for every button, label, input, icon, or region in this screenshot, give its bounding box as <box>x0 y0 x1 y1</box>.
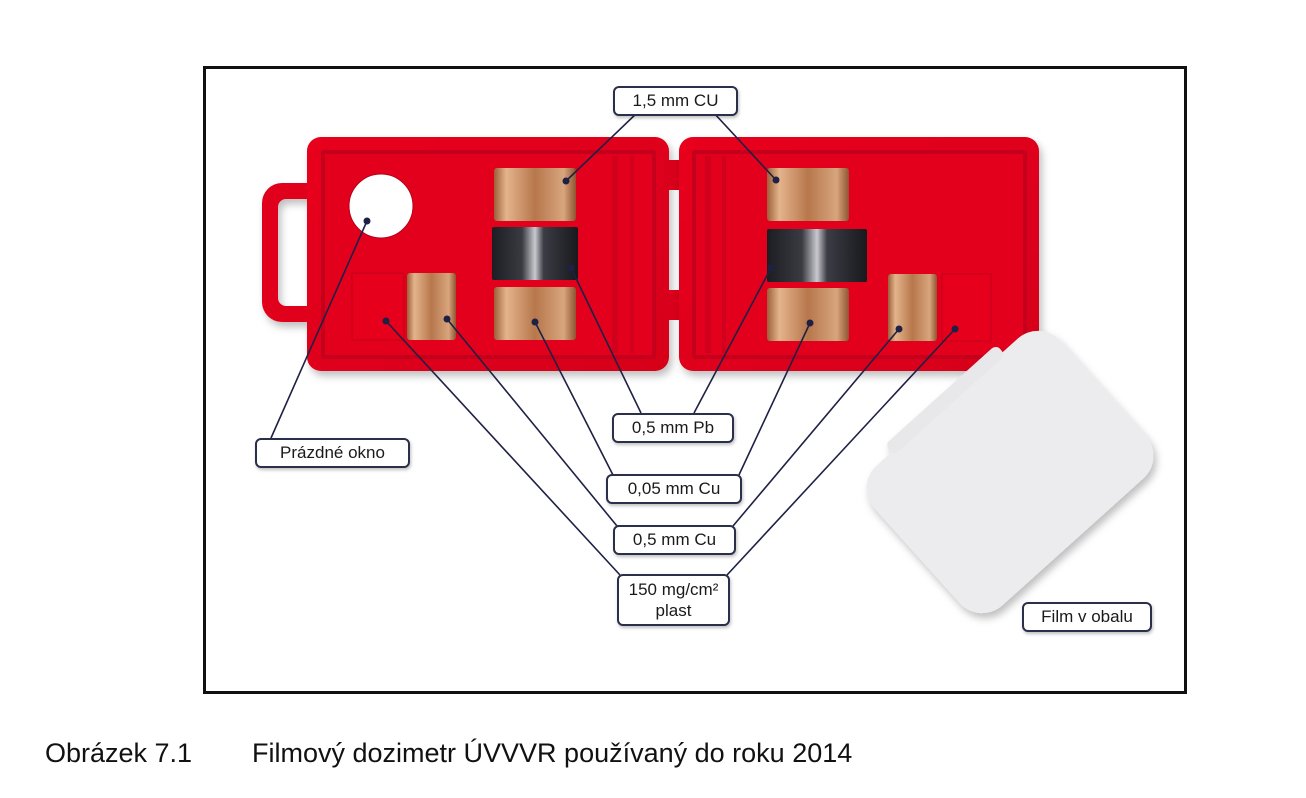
leader-line <box>570 267 642 414</box>
leader-dot <box>895 325 903 333</box>
leader-line <box>385 320 621 576</box>
leader-dot <box>531 318 539 326</box>
leader-line <box>712 111 777 181</box>
leader-dot <box>562 177 570 185</box>
leader-dots <box>363 176 959 333</box>
filter-cu-0-5-right <box>888 274 937 341</box>
label-empty-window: Prázdné okno <box>255 438 410 468</box>
hinge-tab <box>664 160 680 190</box>
filter-cu-0-5-left <box>407 273 456 340</box>
filter-plastic-right <box>941 273 992 342</box>
label-cu-0-5: 0,5 mm Cu <box>613 525 736 555</box>
leader-line <box>534 321 615 478</box>
caption-number: Obrázek 7.1 <box>45 738 193 768</box>
leader-dot <box>951 325 959 333</box>
filter-cu-1-5-right <box>767 168 849 221</box>
filter-pb-right <box>767 229 867 282</box>
label-cu-1-5: 1,5 mm CU <box>613 86 738 116</box>
label-text: Prázdné okno <box>280 443 385 462</box>
leader-dot <box>443 315 451 323</box>
label-film: Film v obalu <box>1022 602 1152 632</box>
case-handle <box>262 183 315 322</box>
caption-text: Filmový dozimetr ÚVVVR používaný do roku… <box>252 738 853 768</box>
filter-cu-0-05-left <box>494 287 576 340</box>
leader-dot <box>567 264 575 272</box>
leader-dot <box>382 317 390 325</box>
empty-window <box>348 173 414 239</box>
label-text: Film v obalu <box>1041 607 1133 626</box>
label-pb-0-5: 0,5 mm Pb <box>612 413 734 443</box>
leader-dot <box>806 319 814 327</box>
label-text: 1,5 mm CU <box>632 91 719 110</box>
leader-line <box>732 328 900 527</box>
leader-dot <box>767 264 775 272</box>
dosimeter-left-half <box>262 137 669 371</box>
leader-dot <box>363 217 371 225</box>
leader-dot <box>772 176 780 184</box>
label-text: 0,5 mm Pb <box>631 418 715 437</box>
filter-plastic-left <box>351 272 405 341</box>
leader-line <box>565 111 639 182</box>
leader-line <box>270 220 368 439</box>
filter-cu-0-05-right <box>767 288 849 341</box>
film-in-wrapper <box>866 330 1154 614</box>
label-cu-0-05: 0,05 mm Cu <box>606 474 742 504</box>
figure-caption: Obrázek 7.1 Filmový dozimetr ÚVVVR použív… <box>45 738 852 769</box>
label-text: 150 mg/cm² <box>628 580 719 599</box>
label-text: plast <box>655 601 692 620</box>
label-plastic: 150 mg/cm² plast <box>617 574 730 626</box>
label-text: 0,5 mm Cu <box>632 530 717 549</box>
label-text: 0,05 mm Cu <box>627 479 721 498</box>
leader-line <box>446 318 618 527</box>
leader-line <box>693 267 772 414</box>
leader-line <box>726 328 956 576</box>
leader-line <box>737 322 811 478</box>
filter-cu-1-5-left <box>494 168 576 221</box>
filter-pb-left <box>492 227 578 280</box>
hinge-tab <box>664 290 680 320</box>
leader-lines <box>270 111 956 576</box>
